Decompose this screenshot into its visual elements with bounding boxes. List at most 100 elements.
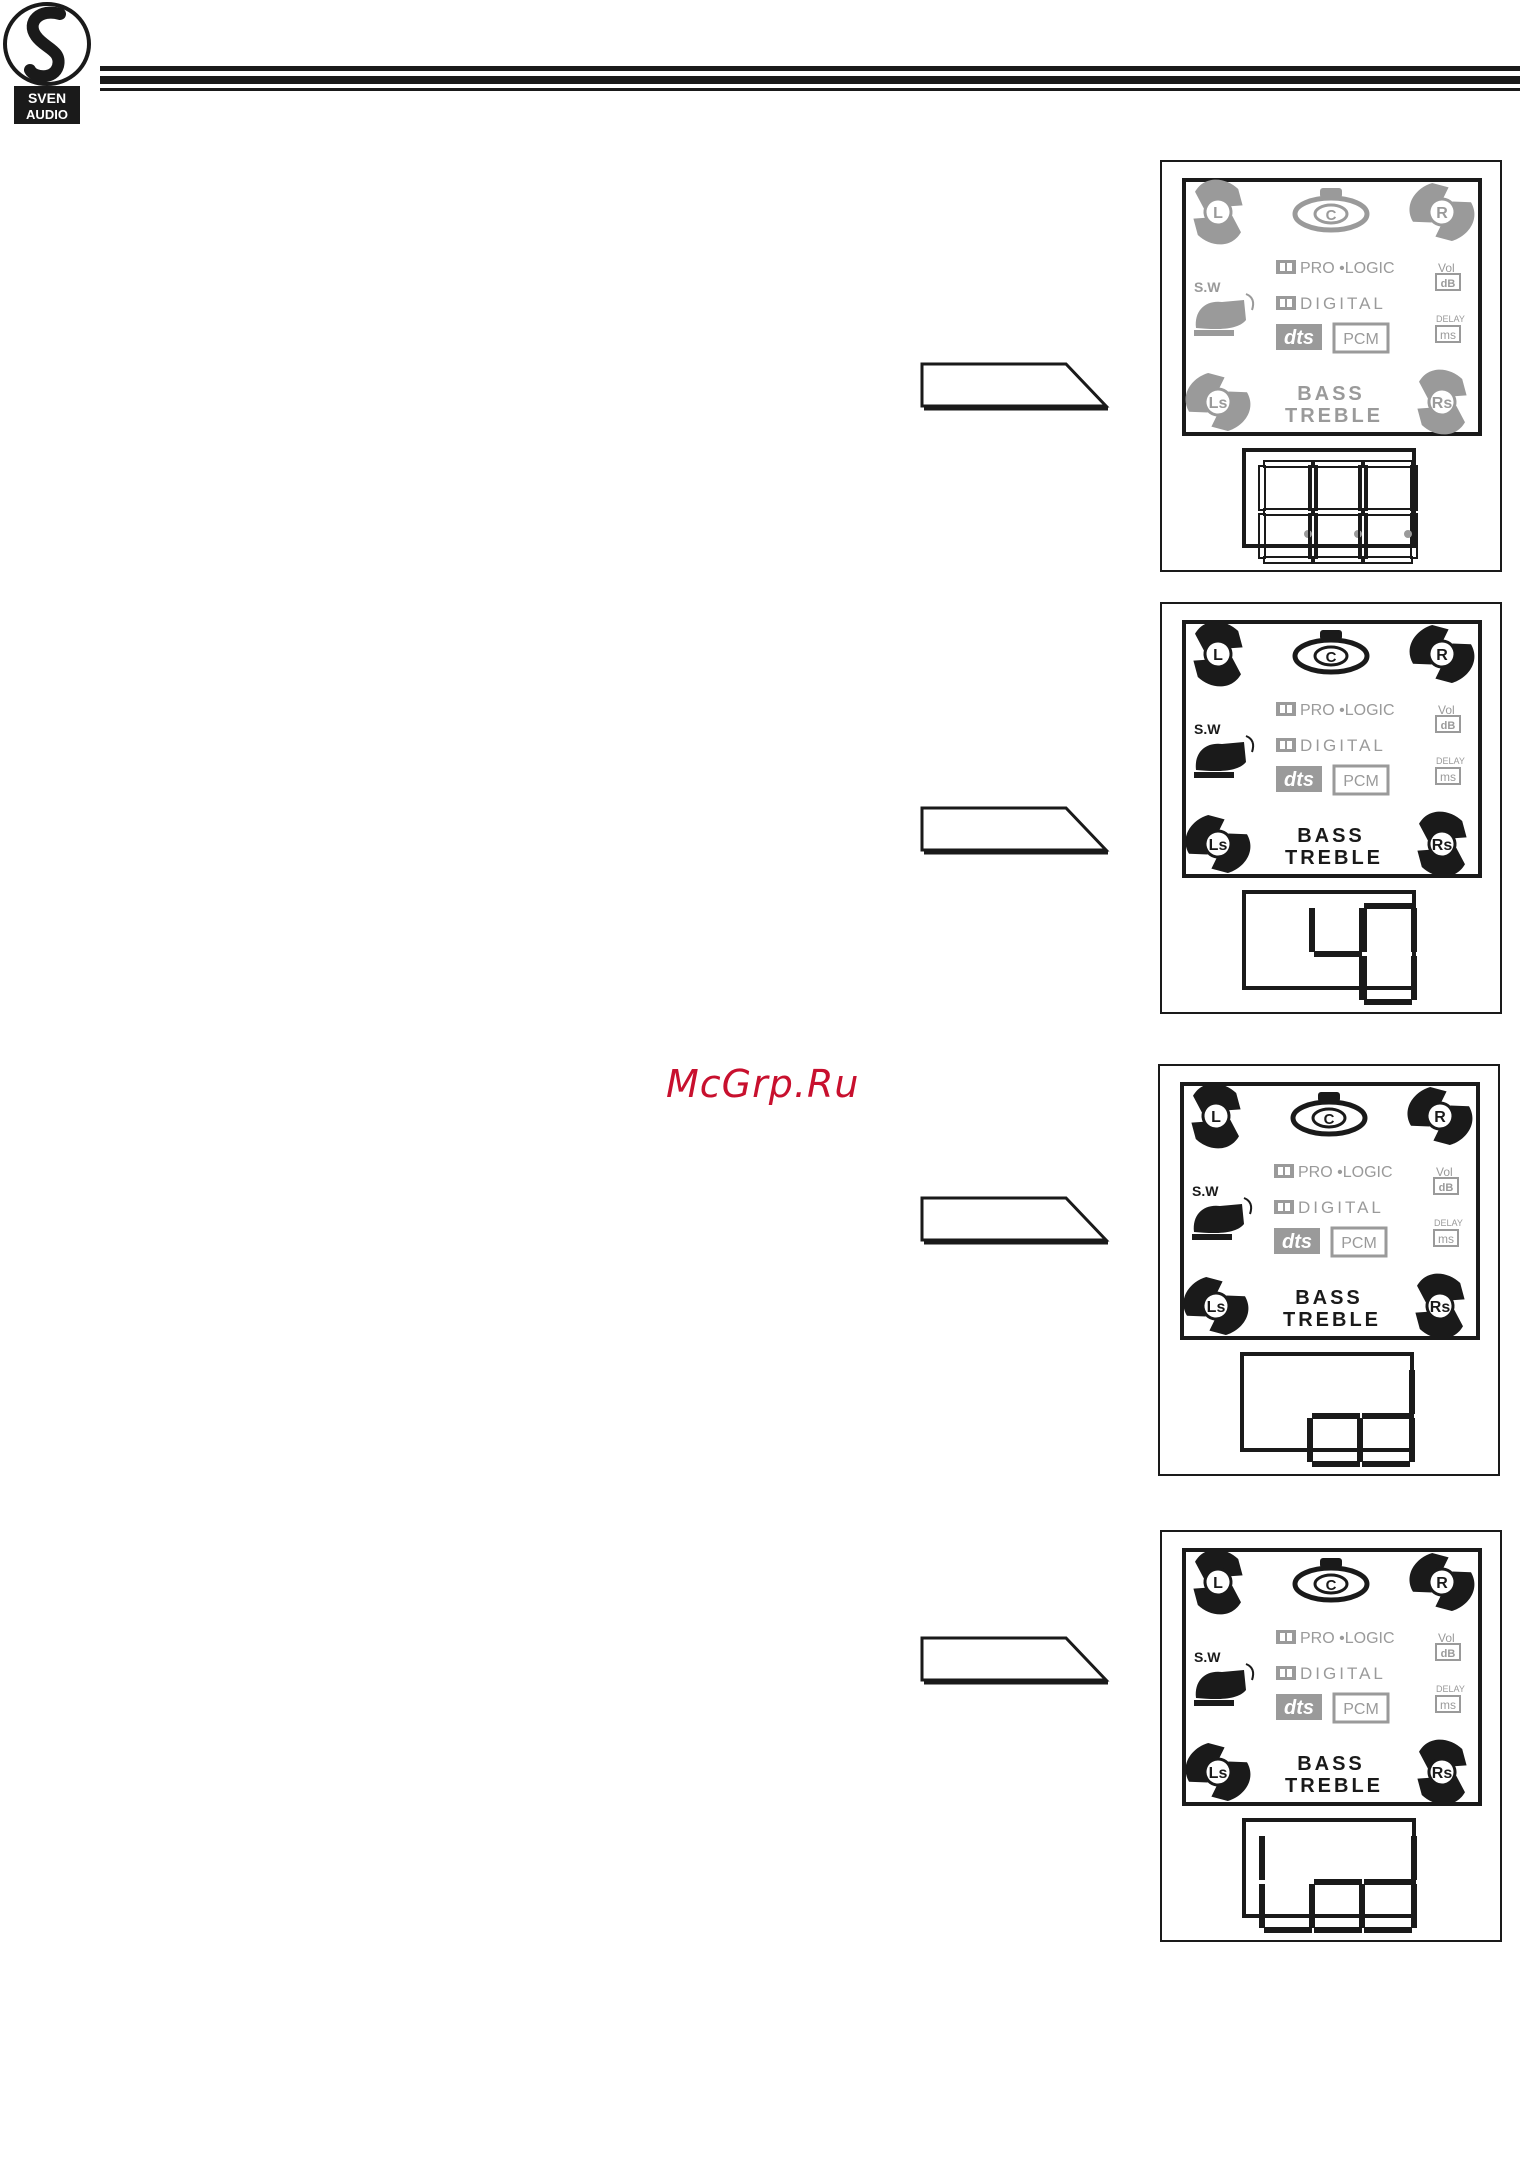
speaker-center-icon: C	[1290, 1092, 1368, 1137]
ms-label: ms	[1440, 770, 1456, 784]
dolby-digital-icon	[1276, 296, 1296, 310]
pcm-badge	[1330, 1226, 1388, 1258]
dolby-digital-icon	[1274, 1200, 1294, 1214]
ms-label: ms	[1438, 1232, 1454, 1246]
dolby-icon	[1276, 702, 1296, 716]
digital-label: DIGITAL	[1300, 736, 1386, 755]
subwoofer-label: S.W	[1194, 279, 1221, 295]
watermark: McGrp.Ru	[666, 1062, 860, 1106]
subwoofer-label: S.W	[1192, 1183, 1219, 1199]
speaker-left-icon: L	[1191, 1083, 1241, 1149]
subwoofer-icon	[1194, 293, 1255, 336]
subwoofer-label: S.W	[1194, 721, 1221, 737]
pcm-label: PCM	[1343, 331, 1379, 348]
dts-label: dts	[1284, 327, 1314, 349]
speaker-right-icon-label: R	[1436, 647, 1448, 664]
pcm-label: PCM	[1341, 1235, 1377, 1252]
speaker-right-icon: R	[1407, 1087, 1473, 1145]
logo-text-line2: AUDIO	[26, 107, 68, 122]
speaker-left-icon: L	[1193, 179, 1243, 245]
speaker-right-icon: R	[1409, 1553, 1475, 1611]
speaker-rs-icon-label: Rs	[1430, 1299, 1451, 1316]
digit-2	[1359, 1836, 1417, 1933]
pro-logic-label: PRO •LOGIC	[1300, 260, 1395, 277]
speaker-center-icon: C	[1292, 188, 1370, 233]
bass-label: BASS	[1297, 383, 1365, 405]
dolby-digital-icon	[1276, 1666, 1296, 1680]
dts-label: dts	[1284, 769, 1314, 791]
speaker-right-icon: R	[1409, 183, 1475, 241]
speaker-ls-icon-label: Ls	[1207, 1299, 1226, 1316]
db-label: dB	[1441, 1648, 1456, 1660]
speaker-left-icon-label: L	[1211, 1109, 1221, 1126]
pro-logic-label: PRO •LOGIC	[1300, 702, 1395, 719]
digit-display	[1242, 1818, 1416, 1918]
pro-logic-label: PRO •LOGIC	[1300, 1630, 1395, 1647]
dts-badge	[1276, 1694, 1322, 1720]
subwoofer-label: S.W	[1194, 1649, 1221, 1665]
subwoofer-icon	[1194, 735, 1255, 778]
pcm-badge	[1332, 1692, 1390, 1724]
subwoofer-icon	[1192, 1197, 1253, 1240]
speaker-center-label: C	[1326, 649, 1337, 666]
ms-label: ms	[1440, 1698, 1456, 1712]
speaker-ls-icon: Ls	[1183, 1277, 1249, 1335]
treble-label: TREBLE	[1285, 405, 1383, 427]
db-label: dB	[1439, 1182, 1454, 1194]
pcm-badge	[1332, 322, 1390, 354]
vol-label: Vol	[1438, 261, 1455, 275]
delay-label: DELAY	[1436, 314, 1465, 324]
display-panel-all-segments: L R Ls Rs C S.W PRO •LOGIC DIGITAL dts PCM Vol dB DE…	[1160, 160, 1502, 572]
ms-label: ms	[1440, 328, 1456, 342]
pcm-label: PCM	[1343, 773, 1379, 790]
speaker-rs-icon-label: Rs	[1432, 395, 1453, 412]
vol-label: Vol	[1436, 1165, 1453, 1179]
digit-display	[1242, 448, 1416, 548]
db-label: dB	[1441, 278, 1456, 290]
treble-label: TREBLE	[1285, 847, 1383, 869]
pointer-tab	[920, 1636, 1110, 1685]
bass-label: BASS	[1295, 1287, 1363, 1309]
speaker-ls-icon: Ls	[1185, 1743, 1251, 1801]
digit-2	[1359, 903, 1417, 1005]
speaker-left-icon-label: L	[1213, 647, 1223, 664]
dolby-icon	[1274, 1164, 1294, 1178]
speaker-rs-icon-label: Rs	[1432, 837, 1453, 854]
speaker-left-icon-label: L	[1213, 1575, 1223, 1592]
dts-badge	[1276, 766, 1322, 792]
digit-2	[1358, 460, 1418, 564]
speaker-ls-icon-label: Ls	[1209, 1765, 1228, 1782]
speaker-left-icon: L	[1193, 621, 1243, 687]
speaker-ls-icon: Ls	[1185, 373, 1251, 431]
speaker-left-icon-label: L	[1213, 205, 1223, 222]
speaker-center-icon: C	[1292, 630, 1370, 675]
speaker-right-icon: R	[1409, 625, 1475, 683]
digital-label: DIGITAL	[1300, 294, 1386, 313]
digit-0	[1259, 1836, 1312, 1933]
speaker-rs-icon: Rs	[1417, 811, 1467, 877]
db-label: dB	[1441, 720, 1456, 732]
pcm-badge	[1332, 764, 1390, 796]
dts-label: dts	[1284, 1697, 1314, 1719]
pcm-label: PCM	[1343, 1701, 1379, 1718]
vol-label: Vol	[1438, 1631, 1455, 1645]
digit-1	[1307, 1413, 1360, 1467]
delay-label: DELAY	[1436, 1684, 1465, 1694]
speaker-center-label: C	[1326, 207, 1337, 224]
pointer-tab	[920, 362, 1110, 411]
dolby-icon	[1276, 260, 1296, 274]
speaker-right-icon-label: R	[1434, 1109, 1446, 1126]
speaker-ls-icon: Ls	[1185, 815, 1251, 873]
dts-badge	[1274, 1228, 1320, 1254]
speaker-rs-icon: Rs	[1415, 1273, 1465, 1339]
speaker-ls-icon-label: Ls	[1209, 395, 1228, 412]
speaker-rs-icon: Rs	[1417, 1739, 1467, 1805]
logo-text-line1: SVEN	[28, 90, 66, 106]
digital-label: DIGITAL	[1300, 1664, 1386, 1683]
speaker-center-label: C	[1326, 1577, 1337, 1594]
speaker-right-icon-label: R	[1436, 1575, 1448, 1592]
digit-1	[1309, 1879, 1362, 1933]
bass-label: BASS	[1297, 1753, 1365, 1775]
